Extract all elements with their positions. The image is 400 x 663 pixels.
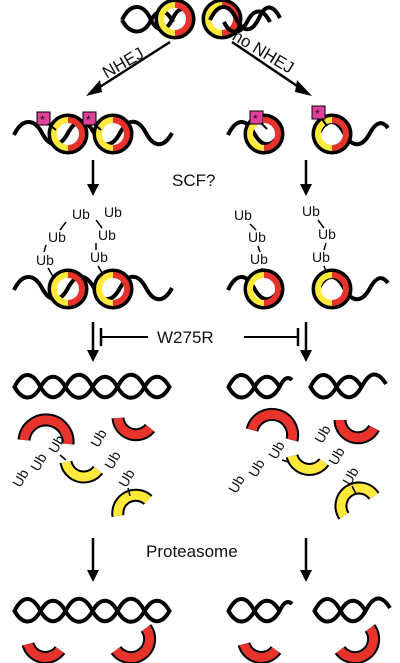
svg-text:Ub: Ub <box>45 432 68 456</box>
svg-text:Ub: Ub <box>27 450 50 474</box>
dna-helix-icon <box>208 5 282 32</box>
svg-text:Ub: Ub <box>245 456 268 480</box>
dna-helix-icon <box>226 598 282 624</box>
ku-ring-icon <box>311 268 353 310</box>
right-degraded-ku: Ub Ub Ub Ub Ub Ub <box>225 407 380 520</box>
arrow-icon <box>300 160 312 196</box>
arrow-icon <box>300 322 312 362</box>
right-final-dna <box>226 596 392 663</box>
arrow-icon <box>87 160 99 196</box>
ubiquitin-label: Ub <box>90 249 108 265</box>
svg-text:Ub: Ub <box>101 448 124 472</box>
ubiquitin-label: Ub <box>312 249 330 265</box>
svg-text:Ub: Ub <box>87 426 110 450</box>
left-final-dna <box>12 596 172 663</box>
phospho-mark-icon: * <box>82 111 102 131</box>
right-marked-ku-dna: * * <box>226 105 390 155</box>
dna-helix-icon <box>226 374 282 400</box>
ku-ring-icon <box>243 268 285 310</box>
ubiquitin-label: Ub <box>248 229 266 245</box>
svg-text:Ub: Ub <box>9 466 32 490</box>
svg-text:*: * <box>86 113 91 127</box>
ubiquitin-label: Ub <box>302 203 320 219</box>
ubiquitin-label: Ub <box>98 227 116 243</box>
scf-label: SCF? <box>172 171 215 190</box>
ubiquitin-label: Ub <box>72 206 90 222</box>
ku-ring-icon <box>47 113 89 155</box>
svg-text:Ub: Ub <box>265 438 288 462</box>
dna-helix-icon <box>12 374 172 400</box>
svg-text:Ub: Ub <box>311 422 334 446</box>
proteasome-label: Proteasome <box>146 542 238 561</box>
dna-helix-icon <box>308 374 364 400</box>
nhej-label: NHEJ <box>99 44 147 83</box>
svg-text:Ub: Ub <box>339 464 362 488</box>
right-released-dna <box>226 372 388 400</box>
arrow-icon <box>300 538 312 582</box>
left-ub-ku-dna <box>12 268 174 310</box>
ubiquitin-label: Ub <box>104 204 122 220</box>
ku-ring-icon <box>154 0 196 40</box>
dna-helix-icon <box>12 598 172 624</box>
arrow-icon <box>87 538 99 582</box>
phospho-mark-icon: * <box>311 105 328 127</box>
svg-text:Ub: Ub <box>225 472 248 496</box>
ubiquitin-chain-icon: Ub Ub Ub Ub Ub Ub <box>9 426 138 497</box>
no-nhej-branch-arrow: no NHEJ <box>229 26 312 96</box>
ku-ring-icon <box>92 113 134 155</box>
ubiquitin-chain-icon: Ub Ub Ub Ub Ub Ub <box>225 422 362 496</box>
nhej-branch-arrow: NHEJ <box>86 40 171 96</box>
ku-ring-icon <box>47 268 89 310</box>
left-marked-ku-dna: * * <box>12 111 174 155</box>
inhibition-arrow-icon <box>99 328 300 346</box>
phospho-mark-icon: * <box>36 111 57 131</box>
right-ub-ku-dna <box>226 268 390 310</box>
ubiquitin-label: Ub <box>318 226 336 242</box>
dna-helix-icon <box>312 598 368 624</box>
dna-helix-icon <box>226 597 294 624</box>
ku-ring-icon <box>311 113 353 155</box>
left-degraded-ku: Ub Ub Ub Ub Ub Ub <box>9 413 156 517</box>
top-dna-ku-complex <box>120 0 282 40</box>
arrow-icon <box>87 322 99 362</box>
dna-helix-icon <box>316 120 390 147</box>
dna-helix-icon <box>226 373 294 400</box>
dna-helix-icon <box>312 596 392 624</box>
dna-helix-icon <box>316 275 390 302</box>
svg-text:*: * <box>315 107 320 121</box>
ku-ring-icon <box>92 268 134 310</box>
ubiquitin-label: Ub <box>36 252 54 268</box>
w275r-label: W275R <box>157 328 214 347</box>
right-ub-chains: Ub Ub Ub Ub Ub Ub <box>234 203 336 277</box>
dna-helix-icon <box>222 9 272 34</box>
dna-helix-icon <box>308 372 388 400</box>
ubiquitin-label: Ub <box>234 207 252 223</box>
svg-text:Ub: Ub <box>115 466 138 490</box>
left-released-dna <box>12 372 172 400</box>
svg-text:*: * <box>253 112 258 126</box>
svg-text:Ub: Ub <box>325 444 348 468</box>
svg-text:*: * <box>40 113 45 127</box>
left-ub-chains: Ub Ub Ub Ub Ub Ub <box>36 204 122 279</box>
ubiquitin-label: Ub <box>48 229 66 245</box>
no-nhej-label: no NHEJ <box>229 26 297 77</box>
dna-helix-icon <box>120 9 175 34</box>
ubiquitin-label: Ub <box>250 251 268 267</box>
phospho-mark-icon: * <box>249 110 268 130</box>
